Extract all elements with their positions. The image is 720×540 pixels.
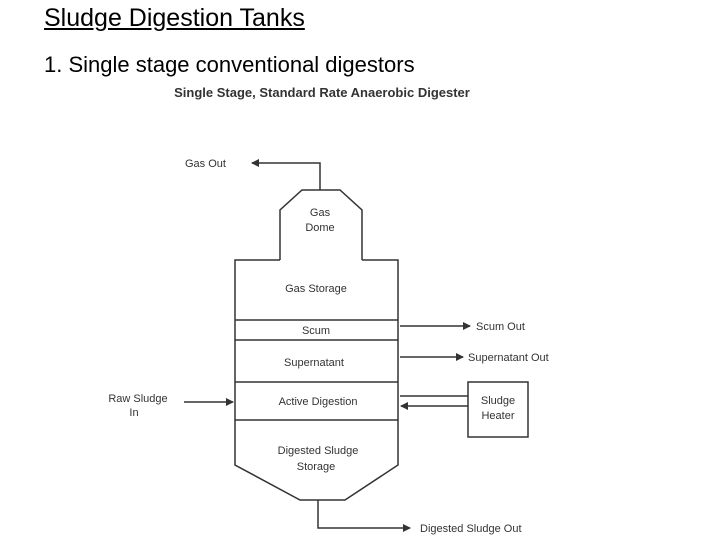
gas-out-label: Gas Out — [185, 158, 226, 170]
raw-sludge-label-line2: In — [129, 407, 138, 419]
gas-storage-label: Gas Storage — [285, 283, 347, 295]
digester-tank — [234, 189, 399, 501]
digested-storage-label-line1: Digested Sludge — [278, 445, 359, 457]
digested-storage-label-line2: Storage — [297, 461, 336, 473]
gas-out-pipe — [251, 159, 321, 190]
gas-dome-outline — [279, 189, 363, 260]
supernatant-out-label: Supernatant Out — [468, 352, 549, 364]
tank-body-outline — [234, 259, 399, 501]
digested-out-pipe — [317, 500, 411, 532]
slide-subtitle: 1. Single stage conventional digestors — [44, 52, 415, 77]
sludge-heater-box — [467, 381, 529, 438]
slide-title: Sludge Digestion Tanks — [44, 4, 305, 32]
gas-dome-label-line2: Dome — [305, 222, 334, 234]
active-digestion-label: Active Digestion — [279, 396, 358, 408]
supernatant-label: Supernatant — [284, 357, 344, 369]
diagram-title: Single Stage, Standard Rate Anaerobic Di… — [174, 85, 470, 100]
sludge-heater-label-line1: Sludge — [481, 395, 515, 407]
scum-label: Scum — [302, 325, 330, 337]
scum-out-label: Scum Out — [476, 321, 525, 333]
digested-out-label: Digested Sludge Out — [420, 523, 522, 535]
raw-sludge-label-line1: Raw Sludge — [108, 393, 167, 405]
sludge-heater-label-line2: Heater — [481, 410, 514, 422]
gas-dome-label-line1: Gas — [310, 207, 331, 219]
